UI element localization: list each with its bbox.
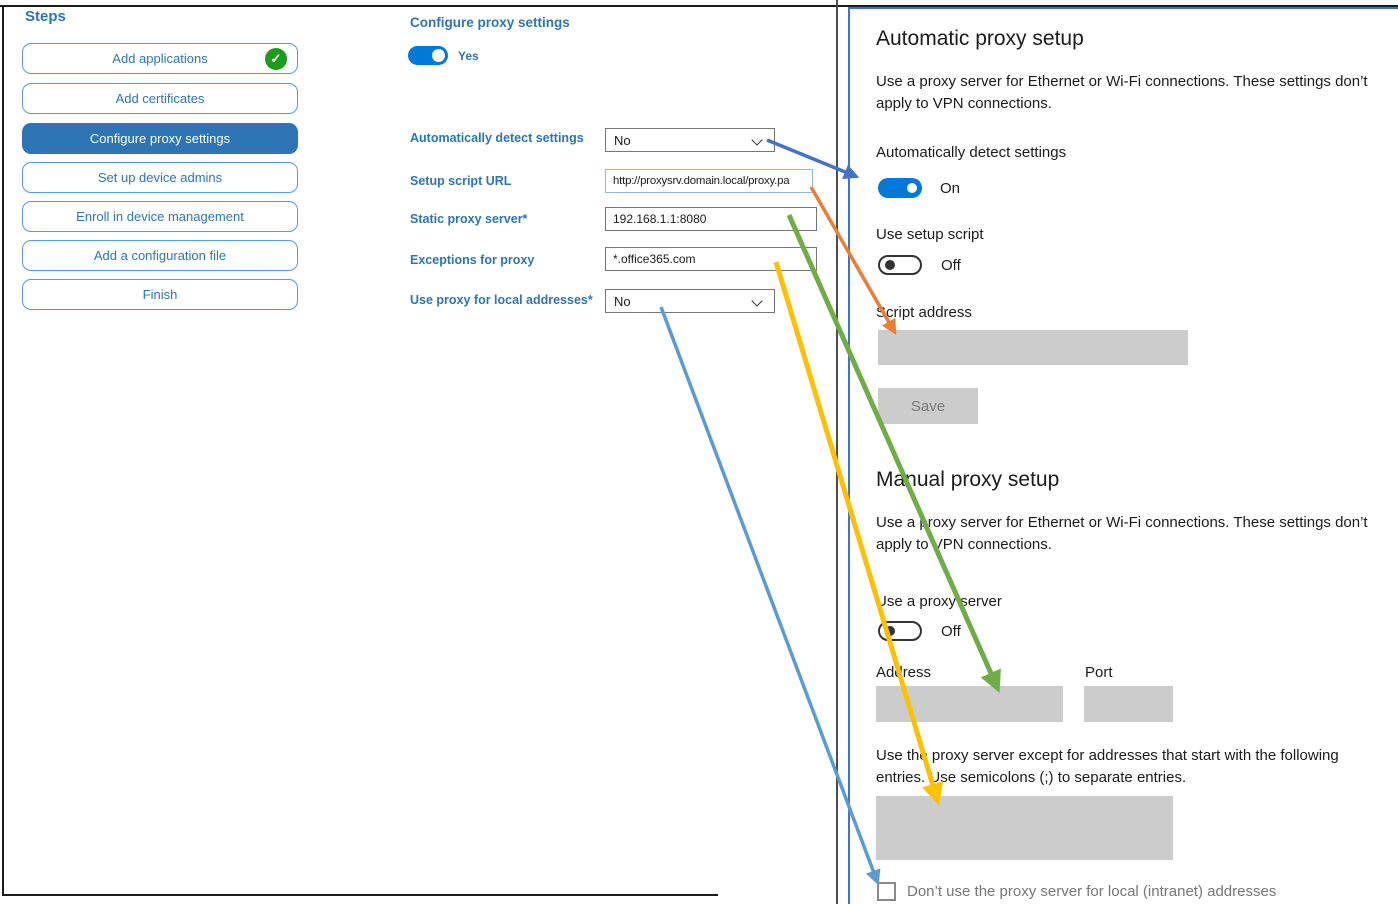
automatic-proxy-setup-heading: Automatic proxy setup <box>876 27 1084 50</box>
script-address-field[interactable] <box>878 330 1188 365</box>
step-label: Finish <box>142 287 178 302</box>
step-label: Configure proxy settings <box>89 131 231 146</box>
label-exceptions-for-proxy: Exceptions for proxy <box>410 253 535 267</box>
label-setup-script-url: Setup script URL <box>410 174 512 188</box>
select-value: No <box>614 293 631 309</box>
proxy-exceptions-textarea[interactable] <box>876 796 1173 860</box>
frame-left-border <box>2 5 4 896</box>
use-proxy-server-state: Off <box>941 623 961 640</box>
local-addresses-checkbox[interactable] <box>877 882 896 901</box>
detect-settings-toggle[interactable] <box>878 178 922 198</box>
address-label: Address <box>876 664 932 681</box>
step-label: Add a configuration file <box>93 248 227 263</box>
proxy-address-field[interactable] <box>876 686 1063 722</box>
label-static-proxy-server: Static proxy server* <box>410 212 528 226</box>
select-value: No <box>614 132 631 148</box>
step-add-certificates[interactable]: Add certificates <box>22 83 298 114</box>
setup-script-url-input[interactable] <box>605 169 813 193</box>
step-configure-proxy-settings[interactable]: Configure proxy settings <box>22 123 298 154</box>
chevron-down-icon <box>751 134 763 146</box>
column-divider <box>836 0 838 904</box>
manual-proxy-setup-heading: Manual proxy setup <box>876 468 1060 491</box>
toggle-knob <box>907 183 917 193</box>
automatically-detect-settings-select[interactable]: No <box>605 128 775 152</box>
use-setup-script-toggle[interactable] <box>878 255 922 275</box>
manual-proxy-description: Use a proxy server for Ethernet or Wi-Fi… <box>876 514 1368 553</box>
script-address-label: Script address <box>876 304 972 321</box>
local-addresses-checkbox-label: Don’t use the proxy server for local (in… <box>907 883 1277 900</box>
completed-check-icon: ✓ <box>265 48 287 70</box>
port-label: Port <box>1085 664 1113 681</box>
use-setup-script-label: Use setup script <box>876 226 984 243</box>
form-title: Configure proxy settings <box>410 15 570 30</box>
step-label: Add applications <box>112 51 208 66</box>
step-label: Add certificates <box>115 91 205 106</box>
exceptions-for-proxy-input[interactable] <box>605 247 817 271</box>
use-proxy-server-toggle[interactable] <box>878 621 922 641</box>
frame-bottom-border <box>2 894 718 896</box>
automatic-proxy-description: Use a proxy server for Ethernet or Wi-Fi… <box>876 73 1368 112</box>
step-label: Set up device admins <box>97 170 223 185</box>
proxy-port-field[interactable] <box>1084 686 1173 722</box>
configure-proxy-toggle[interactable] <box>408 46 448 65</box>
windows-proxy-settings-panel: Automatic proxy setup Use a proxy server… <box>848 7 1398 904</box>
step-set-up-device-admins[interactable]: Set up device admins <box>22 162 298 193</box>
step-label: Enroll in device management <box>76 209 244 224</box>
use-proxy-server-label: Use a proxy server <box>876 593 1002 610</box>
label-use-proxy-for-local-addresses: Use proxy for local addresses* <box>410 293 593 307</box>
step-add-a-configuration-file[interactable]: Add a configuration file <box>22 240 298 271</box>
static-proxy-server-input[interactable] <box>605 207 817 231</box>
step-finish[interactable]: Finish <box>22 279 298 310</box>
detect-settings-label: Automatically detect settings <box>876 144 1067 161</box>
configure-proxy-toggle-label: Yes <box>458 49 479 63</box>
arrow-local-address-mapping <box>659 306 881 886</box>
use-setup-script-state: Off <box>941 257 961 274</box>
step-add-applications[interactable]: Add applications ✓ <box>22 43 298 74</box>
label-automatically-detect-settings: Automatically detect settings <box>410 131 584 145</box>
steps-title: Steps <box>25 8 66 25</box>
toggle-knob <box>432 49 445 62</box>
detect-settings-state: On <box>940 180 961 197</box>
toggle-knob <box>885 626 895 636</box>
step-enroll-in-device-management[interactable]: Enroll in device management <box>22 201 298 232</box>
frame-top-border <box>0 5 1398 7</box>
chevron-down-icon <box>751 295 763 307</box>
exceptions-help-text: Use the proxy server except for addresse… <box>876 747 1339 786</box>
use-proxy-for-local-addresses-select[interactable]: No <box>605 289 775 313</box>
toggle-knob <box>885 260 895 270</box>
save-button[interactable]: Save <box>878 388 978 424</box>
